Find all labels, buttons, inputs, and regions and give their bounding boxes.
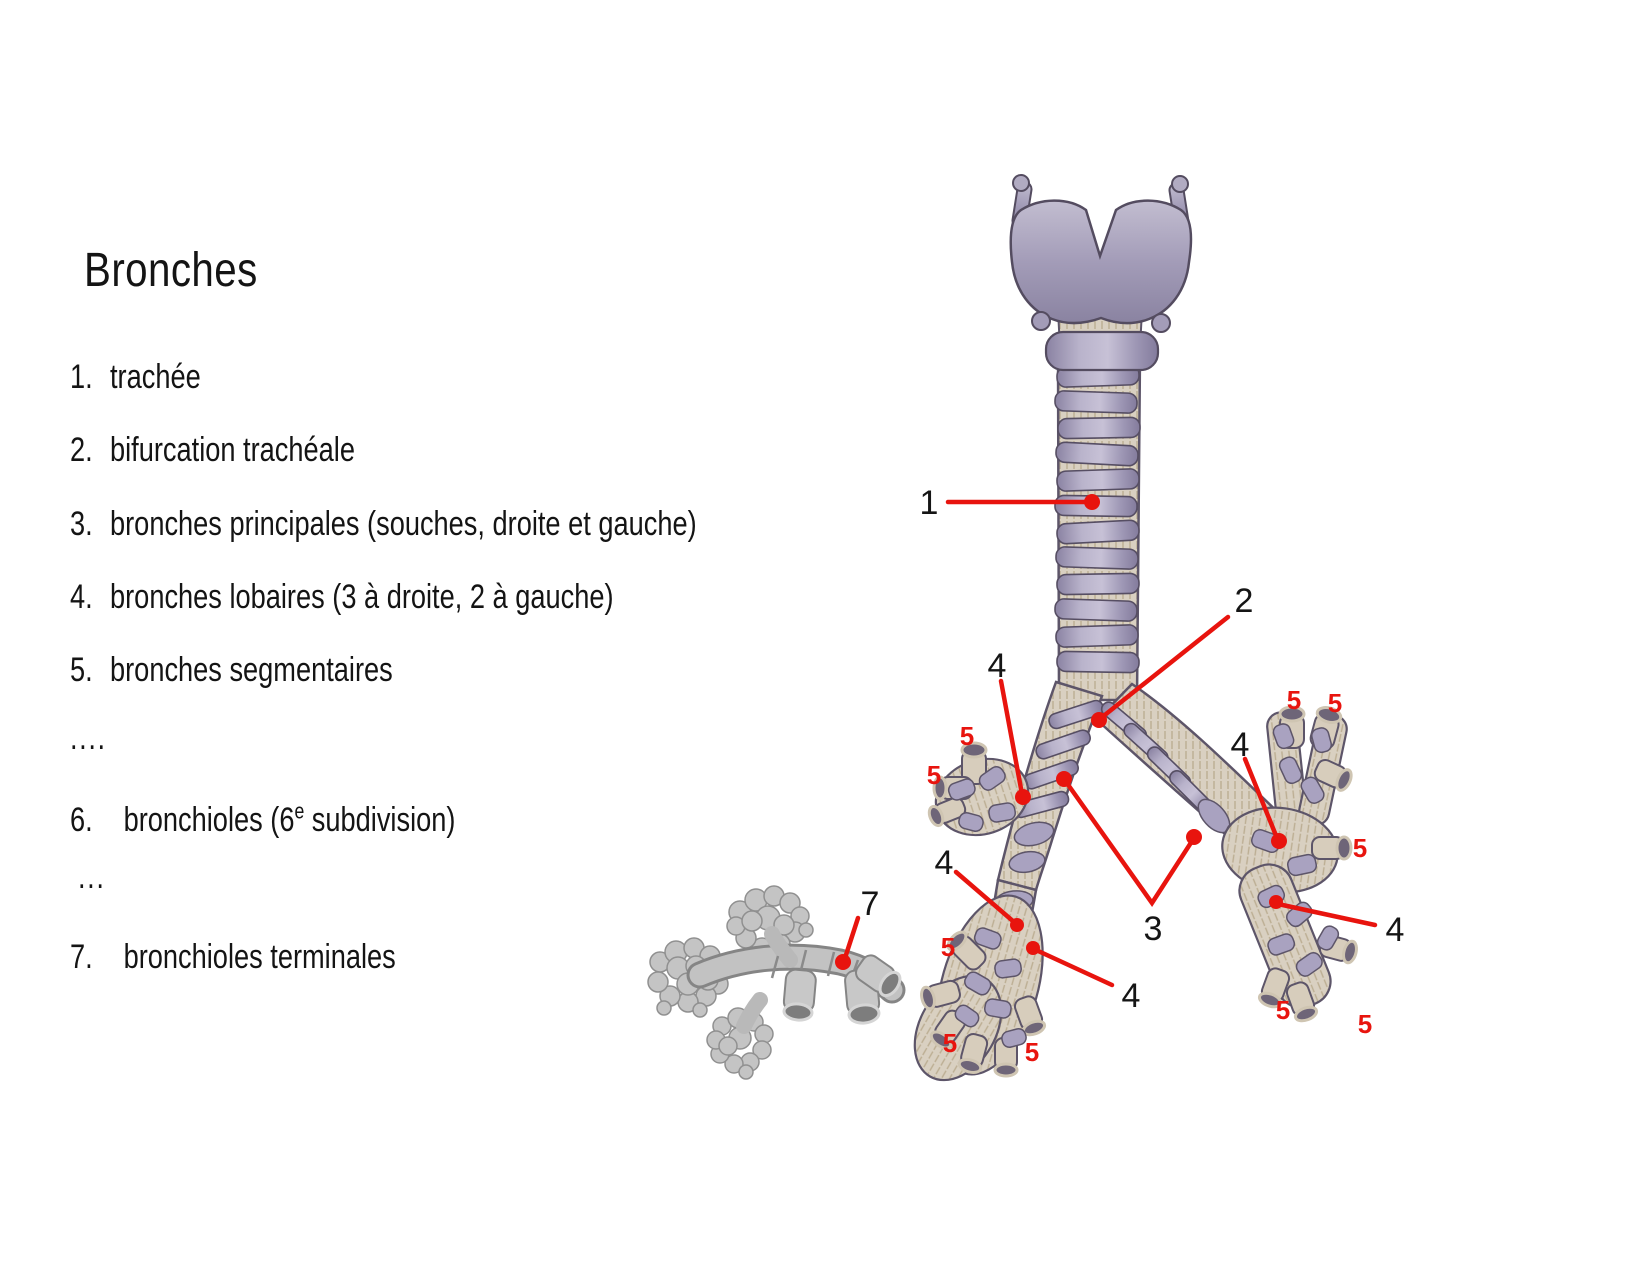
- alveoli-sac-top: [726, 885, 814, 959]
- right-upper-lobe-tree: [927, 741, 1030, 837]
- callout-label-4: 4: [935, 844, 954, 882]
- item-number: 5.: [70, 651, 93, 689]
- item-number: 2.: [70, 431, 93, 469]
- callout-dot: [1269, 895, 1283, 909]
- list-ellipsis-1: ....: [70, 718, 107, 758]
- callout-dot: [1186, 829, 1202, 845]
- list-item-terminales: 7. bronchioles terminales: [70, 937, 396, 977]
- callout-label-2: 2: [1235, 582, 1254, 620]
- callout-label-4: 4: [1231, 726, 1250, 764]
- item-text: bronchioles (6e subdivision): [123, 799, 456, 840]
- item-text: bronches lobaires (3 à droite, 2 à gauch…: [110, 578, 614, 616]
- alveoli-cluster-art: [647, 885, 906, 1080]
- callout-1-trachea: 1: [920, 484, 1100, 522]
- segmental-labels: 5 5 5 5 5 5 5 5 5 5: [927, 685, 1372, 1067]
- thyroid-cartilage: [1009, 199, 1193, 325]
- callout-label-5: 5: [1328, 688, 1342, 718]
- item-text: bifurcation trachéale: [110, 431, 355, 469]
- inferior-horn-left: [1031, 311, 1051, 331]
- callout-label-1: 1: [920, 484, 939, 522]
- right-main-bronchus-left-side: [990, 680, 1105, 926]
- item-number: 4.: [70, 578, 93, 616]
- item-text: bronchioles terminales: [123, 938, 396, 976]
- list-item-principales: 3. bronches principales (souches, droite …: [70, 504, 697, 544]
- callout-label-4: 4: [988, 647, 1007, 685]
- item-text: bronches segmentaires: [110, 651, 393, 689]
- terminal-bronchiole-opening: [782, 968, 817, 1022]
- list-item-trachee: 1. trachée: [70, 357, 201, 397]
- callout-label-7: 7: [861, 885, 880, 923]
- list-item-bronchioles: 6. bronchioles (6e subdivision): [70, 792, 455, 840]
- superscript-e: e: [294, 799, 305, 824]
- item-number: 6.: [70, 801, 93, 840]
- left-lower-lobe-tree: [1238, 863, 1358, 1023]
- callout-label-5: 5: [1025, 1037, 1039, 1067]
- callout-dot: [1084, 494, 1100, 510]
- callout-2-bifurcation: 2: [1091, 582, 1253, 728]
- callout-label-5: 5: [1353, 833, 1367, 863]
- callout-label-4: 4: [1386, 911, 1405, 949]
- item-text: ....: [70, 719, 107, 757]
- terminal-bronchiole-opening: [855, 954, 902, 998]
- page-title: Bronches: [84, 244, 258, 297]
- callout-4-lobar-middle-left: 4: [935, 844, 1024, 932]
- callout-label-5: 5: [927, 760, 941, 790]
- callout-dot: [1271, 833, 1287, 849]
- callout-dot: [1026, 941, 1040, 955]
- trachea: [1054, 354, 1142, 702]
- right-lower-lobe-tree: [913, 894, 1047, 1082]
- item-number: 1.: [70, 358, 93, 396]
- list-item-lobaires: 4. bronches lobaires (3 à droite, 2 à gau…: [70, 577, 614, 617]
- list-ellipsis-2: ...: [78, 857, 105, 897]
- callout-label-5: 5: [1358, 1009, 1372, 1039]
- callout-dot: [1015, 789, 1031, 805]
- item-text: trachée: [110, 358, 201, 396]
- larynx: [1009, 174, 1193, 372]
- cricoid-cartilage: [1044, 330, 1160, 372]
- callout-7-terminal-bronchioles: 7: [835, 885, 879, 970]
- callout-3-main-bronchi: 3: [1056, 771, 1202, 948]
- callout-dot: [1010, 918, 1024, 932]
- callout-label-5: 5: [1287, 685, 1301, 715]
- callout-4-lobar-lower-left: 4: [1026, 941, 1140, 1015]
- item-text: bronches principales (souches, droite et…: [110, 505, 697, 543]
- callout-dot: [835, 954, 851, 970]
- callout-label-4: 4: [1122, 977, 1141, 1015]
- callout-label-5: 5: [1276, 995, 1290, 1025]
- list-item-segmentaires: 5. bronches segmentaires: [70, 650, 393, 690]
- callout-dot: [1091, 712, 1107, 728]
- inferior-horn-right: [1151, 313, 1171, 333]
- callout-label-5: 5: [941, 932, 955, 962]
- callout-label-5: 5: [960, 721, 974, 751]
- callout-dot: [1056, 771, 1072, 787]
- callout-4-lobar-upper-right: 4: [1231, 726, 1287, 849]
- callout-4-lobar-lower-right: 4: [1269, 895, 1404, 949]
- callout-label-5: 5: [943, 1028, 957, 1058]
- item-text: ...: [78, 858, 106, 896]
- list-item-bifurcation: 2. bifurcation trachéale: [70, 430, 355, 470]
- item-number: 3.: [70, 505, 93, 543]
- callout-label-3: 3: [1144, 910, 1163, 948]
- item-number: 7.: [70, 938, 93, 976]
- callout-4-lobar-upper-left: 4: [988, 647, 1031, 805]
